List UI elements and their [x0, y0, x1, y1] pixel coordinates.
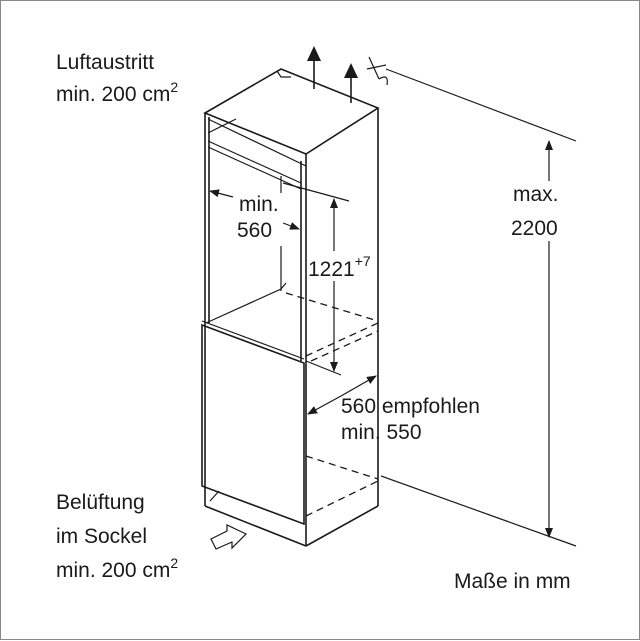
air-outlet-min-label: min. 200 cm2 [56, 79, 178, 106]
plinth-vent-label-2: im Sockel [56, 525, 147, 548]
dimension-lines [209, 68, 577, 547]
units-note: Maße in mm [454, 570, 571, 593]
cabinet-outline [203, 68, 380, 547]
door-panel [201, 320, 305, 526]
depth-recommended-label: 560 empfohlen [341, 395, 480, 418]
depth-min-label: min. 550 [341, 421, 422, 444]
air-outlet-arrows [307, 46, 388, 103]
max-height-label: max. [513, 183, 559, 206]
plinth-vent-min-label: min. 200 cm2 [56, 555, 178, 582]
niche-height-label: 1221+7 [308, 253, 371, 281]
plinth-vent-arrow [210, 524, 248, 550]
plinth-vent-label-1: Belüftung [56, 491, 145, 514]
width-min-label: min. [239, 193, 279, 216]
width-value-label: 560 [237, 219, 272, 242]
air-outlet-label: Luftaustritt [56, 51, 154, 74]
max-height-value: 2200 [511, 217, 558, 240]
